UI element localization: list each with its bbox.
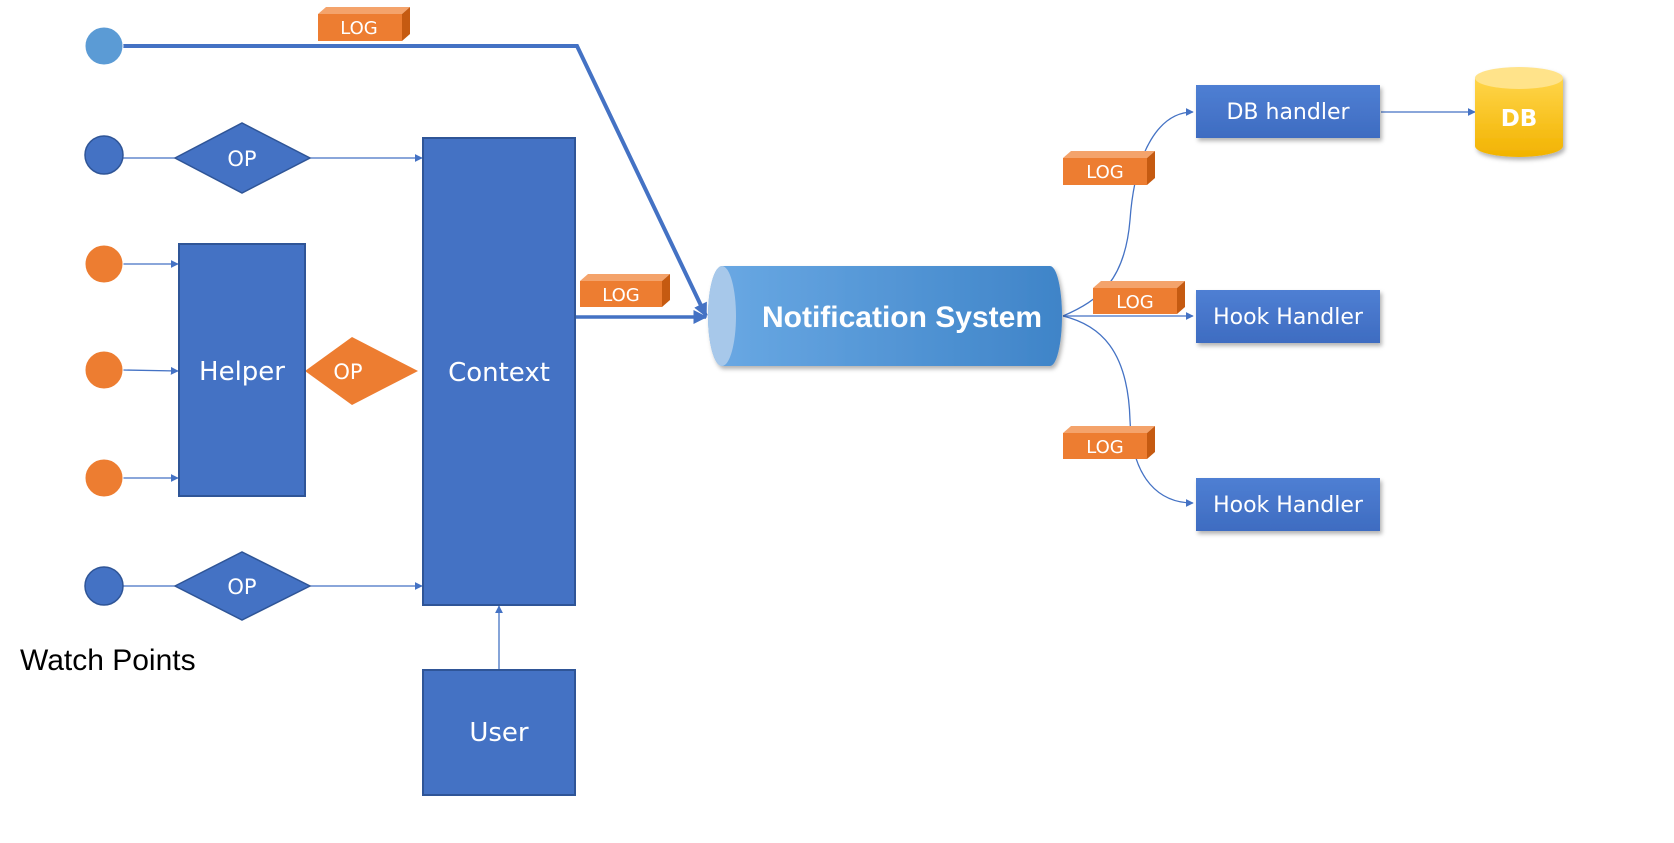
watch-point-blue-top — [84, 135, 124, 175]
watch-point-light-blue — [84, 26, 124, 66]
log-tag-hook-handler-2: LOG — [1063, 426, 1155, 459]
svg-text:Hook Handler: Hook Handler — [1213, 305, 1364, 330]
watch-points — [84, 26, 124, 606]
svg-text:Helper: Helper — [199, 357, 285, 387]
svg-text:DB: DB — [1501, 106, 1538, 132]
context-box: Context — [422, 137, 576, 606]
db-cylinder: DB — [1475, 67, 1563, 157]
log-tag-db-handler: LOG — [1063, 151, 1155, 185]
svg-text:LOG: LOG — [602, 285, 640, 306]
hook-handler-box-2: Hook Handler — [1196, 478, 1380, 531]
svg-text:OP: OP — [333, 360, 362, 384]
svg-text:LOG: LOG — [1086, 437, 1124, 458]
svg-text:Hook Handler: Hook Handler — [1213, 493, 1364, 518]
svg-text:Notification System: Notification System — [762, 301, 1042, 334]
connector-watchpoint-to-notification — [104, 44, 708, 318]
watch-points-label: Watch Points — [20, 644, 196, 677]
svg-text:DB handler: DB handler — [1226, 100, 1350, 125]
op-diamond-top: OP — [173, 122, 312, 194]
op-diamond-bottom: OP — [173, 551, 312, 621]
log-tag-top: LOG — [318, 7, 410, 41]
svg-text:User: User — [469, 718, 529, 748]
svg-text:LOG: LOG — [340, 18, 378, 39]
op-diamond-helper: OP — [305, 337, 418, 405]
svg-text:LOG: LOG — [1086, 162, 1124, 183]
notification-system-cylinder: Notification System — [708, 266, 1062, 366]
helper-box: Helper — [178, 243, 306, 497]
db-handler-box: DB handler — [1196, 85, 1380, 138]
svg-text:OP: OP — [227, 575, 256, 599]
watch-point-orange-2 — [84, 350, 124, 390]
log-tag-context: LOG — [580, 274, 670, 307]
connector-orange-2-helper — [122, 366, 179, 375]
connector-notification-to-hook-handler-2 — [1062, 315, 1194, 507]
svg-text:OP: OP — [227, 147, 256, 171]
watch-point-blue-bottom — [84, 566, 124, 606]
hook-handler-box-1: Hook Handler — [1196, 290, 1380, 343]
user-box: User — [422, 669, 576, 796]
watch-point-orange-3 — [84, 458, 124, 498]
svg-text:Context: Context — [448, 358, 550, 388]
watch-point-orange-1 — [84, 244, 124, 284]
svg-text:LOG: LOG — [1116, 292, 1154, 313]
log-tag-hook-handler-1: LOG — [1093, 281, 1185, 314]
